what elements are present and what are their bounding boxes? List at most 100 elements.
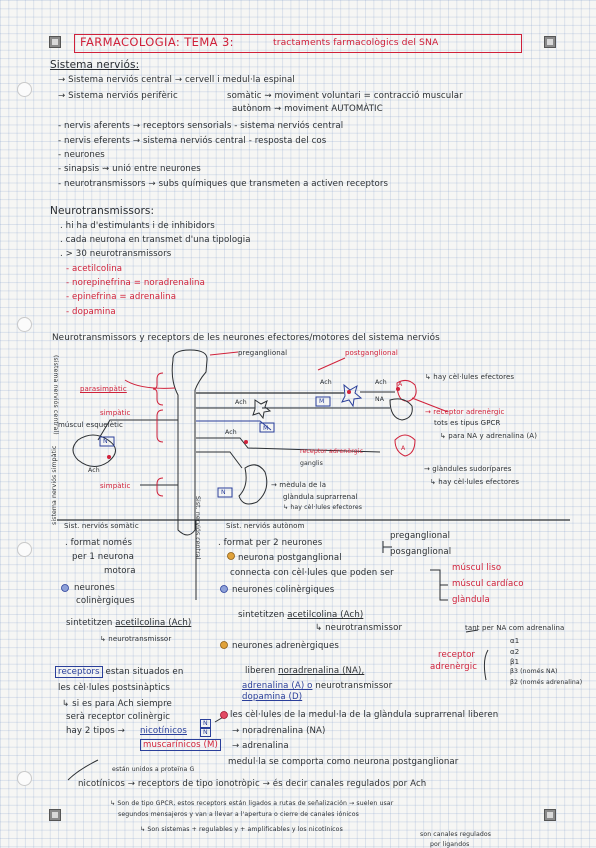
- text-line: autònom ⇝ moviment AUTOMÀTIC: [232, 104, 383, 114]
- text-line: tant per NA com adrenalina: [465, 624, 565, 632]
- section-heading: Neurotransmissors y receptors de les neu…: [52, 333, 440, 343]
- text-line: → adrenalina: [232, 741, 289, 751]
- diagram-label: N: [103, 438, 108, 445]
- diagram-label: M: [319, 398, 325, 405]
- text-line: glàndula: [452, 595, 490, 605]
- page-subtitle: tractaments farmacològics del SNA: [273, 37, 439, 48]
- title-box: [74, 34, 522, 53]
- diagram-label: Ach: [375, 379, 387, 386]
- text-line: β3 (només NA): [510, 668, 558, 675]
- text-line: - norepinefrina = noradrenalina: [66, 278, 205, 288]
- text-line: ↳ Son de tipo GPCR, estos receptors está…: [110, 800, 394, 807]
- diagram-label: Ach: [235, 399, 247, 406]
- text-line: → Sistema nerviós central → cervell i me…: [58, 75, 295, 85]
- text-line: . format només: [65, 538, 133, 548]
- diagram-label: ganglis: [300, 460, 323, 467]
- diagram-label: → glàndules sudorípares: [424, 465, 512, 473]
- text-line: somàtic ⇝ moviment voluntari = contracci…: [227, 91, 463, 101]
- text-line: → noradrenalina (NA): [232, 726, 326, 736]
- text-line: neurones colinèrgiques: [232, 585, 335, 595]
- text-line: neurones: [74, 583, 115, 593]
- text-line: . hi ha d'estimulants i de inhibidors: [60, 221, 215, 231]
- diagram-label: ↳ hay cèl·lules efectores: [283, 504, 363, 511]
- binder-hole: [17, 771, 32, 786]
- diagram-label: Ach: [225, 429, 237, 436]
- diagram-label: Ach: [320, 379, 332, 386]
- diagram-label: parasimpàtic: [80, 385, 127, 393]
- diagram-label: A: [401, 445, 406, 452]
- text-line: nicotínicos: [140, 726, 187, 736]
- text-line: neurona postganglional: [238, 553, 342, 563]
- text-line: → Sistema nerviós perifèric: [58, 91, 178, 101]
- text-line: ↳ neurotransmissor: [100, 635, 172, 643]
- text-line: - dopamina: [66, 307, 116, 317]
- diagram-label: simpàtic: [100, 409, 131, 417]
- text-line: receptors estan situados en: [55, 666, 183, 678]
- text-line: N: [200, 728, 211, 738]
- diagram-label: receptor adrenèrgic: [300, 448, 364, 455]
- text-line: múscul liso: [452, 563, 502, 573]
- corner-square-icon: [544, 809, 556, 821]
- text-line: connecta con cèl·lules que poden ser: [230, 568, 394, 578]
- text-line: serà receptor colinèrgic: [66, 712, 171, 722]
- binder-hole: [17, 82, 32, 97]
- section-heading: Neurotransmissors:: [50, 205, 155, 217]
- text-line: colinèrgiques: [76, 596, 135, 606]
- diagram-label: glàndula suprarrenal: [283, 493, 358, 501]
- text-line: sintetitzen acetilcolina (Ach): [238, 610, 364, 620]
- diagram-label: simpàtic: [100, 482, 131, 490]
- text-line: medul·la se comporta como neurona postga…: [228, 757, 459, 767]
- text-line: ↳ si es para Ach siempre: [62, 699, 172, 709]
- text-line: . cada neurona en transmet d'una tipolog…: [60, 235, 251, 245]
- corner-square-icon: [544, 36, 556, 48]
- text-line: β2 (només adrenalina): [510, 679, 583, 686]
- text-line: - sinapsis ⇝ unió entre neurones: [58, 164, 201, 174]
- page-title: FARMACOLOGIA: TEMA 3:: [80, 35, 234, 49]
- text-line: segundos mensajeros y van a llevar a l'a…: [118, 811, 359, 818]
- text-line: neurones adrenèrgiques: [232, 641, 339, 651]
- binder-hole: [17, 317, 32, 332]
- text-line: múscul cardíaco: [452, 579, 524, 589]
- text-line: - nervis eferents → sistema nerviós cent…: [58, 136, 327, 146]
- corner-square-icon: [49, 809, 61, 821]
- text-line: dopamina (D): [242, 692, 303, 702]
- text-line: α1: [510, 637, 520, 645]
- diagram-label: M: [263, 425, 269, 432]
- diagram-label: ↳ para NA y adrenalina (A): [440, 432, 538, 440]
- diagram-label: Sist. nerviós somàtic: [64, 522, 139, 530]
- text-line: les cèl·lules de la medul·la de la glànd…: [230, 710, 499, 720]
- diagram-label: Sist. nerviós autònom: [226, 522, 305, 530]
- diagram-label: ↳ hay cèl·lules efectores: [430, 478, 520, 486]
- text-line: están unidos a proteïna G: [112, 766, 195, 773]
- text-line: - neurotransmissors → subs químiques que…: [58, 179, 389, 189]
- diagram-label: sistema nerviós simpàtic: [51, 445, 58, 525]
- diagram-label: A: [398, 381, 403, 388]
- section-heading: Sistema nerviós:: [50, 59, 140, 71]
- text-line: - nervis aferents → receptors sensorials…: [58, 121, 344, 131]
- diagram-label: tots es tipus GPCR: [434, 419, 501, 427]
- text-line: hay 2 tipos →: [66, 726, 125, 736]
- text-line: α2: [510, 648, 520, 656]
- text-line: preganglional: [390, 531, 451, 541]
- diagram-label: Sist. nerviós central: [194, 496, 201, 560]
- text-line: muscarínicos (M): [140, 739, 221, 751]
- binder-hole: [17, 542, 32, 557]
- text-line: - epinefrina = adrenalina: [66, 292, 177, 302]
- text-line: sintetitzen acetilcolina (Ach): [66, 618, 192, 628]
- text-line: ↳ Son sistemas + regulables y + amplific…: [140, 826, 343, 833]
- diagram-label: postganglional: [345, 349, 398, 357]
- text-line: adrenalina (A) o neurotransmissor: [242, 681, 393, 691]
- text-line: . format per 2 neurones: [218, 538, 323, 548]
- text-line: posganglional: [390, 547, 452, 557]
- text-line: motora: [104, 566, 136, 576]
- text-line: liberen noradrenalina (NA),: [245, 666, 365, 676]
- diagram-label: → receptor adrenèrgic: [425, 408, 505, 416]
- text-line: . > 30 neurotransmissors: [60, 249, 172, 259]
- text-line: - neurones: [58, 150, 105, 160]
- text-line: - acetilcolina: [66, 264, 123, 274]
- text-line: nicotínicos → receptors de tipo ionotròp…: [78, 779, 427, 789]
- diagram-label: N: [221, 489, 226, 496]
- text-line: ↳ neurotransmissor: [315, 623, 403, 633]
